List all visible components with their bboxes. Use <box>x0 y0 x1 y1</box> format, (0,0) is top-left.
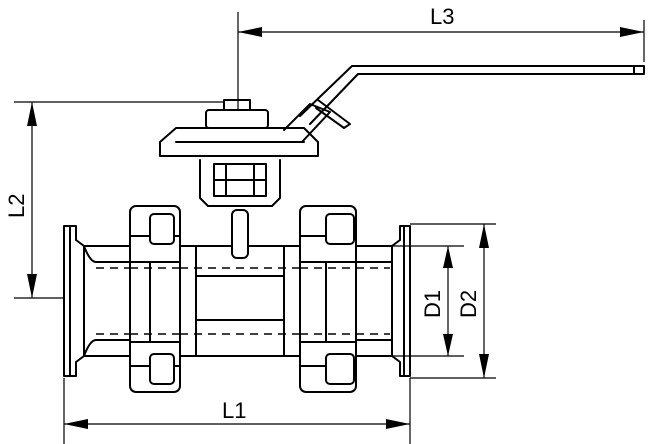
label-d2: D2 <box>456 290 481 318</box>
right-union-nut <box>299 205 357 393</box>
left-tube <box>83 245 131 357</box>
valve-body <box>63 99 411 393</box>
label-d1: D1 <box>420 290 445 318</box>
dimension-l1: L1 <box>64 398 410 429</box>
dimension-d2: D2 <box>456 224 489 378</box>
label-l3: L3 <box>430 4 454 29</box>
right-clamp-ferrule <box>391 225 411 377</box>
extension-lines <box>14 12 645 444</box>
dimension-l3: L3 <box>238 4 644 37</box>
left-clamp-ferrule <box>63 225 85 377</box>
mounting-pad <box>159 99 319 157</box>
handle-lever <box>283 65 645 143</box>
dimension-l2: L2 <box>4 102 37 298</box>
valve-stem <box>199 159 281 259</box>
dimension-d1: D1 <box>420 246 453 356</box>
label-l2: L2 <box>4 194 29 218</box>
label-l1: L1 <box>222 398 246 423</box>
left-union-nut <box>129 205 181 393</box>
